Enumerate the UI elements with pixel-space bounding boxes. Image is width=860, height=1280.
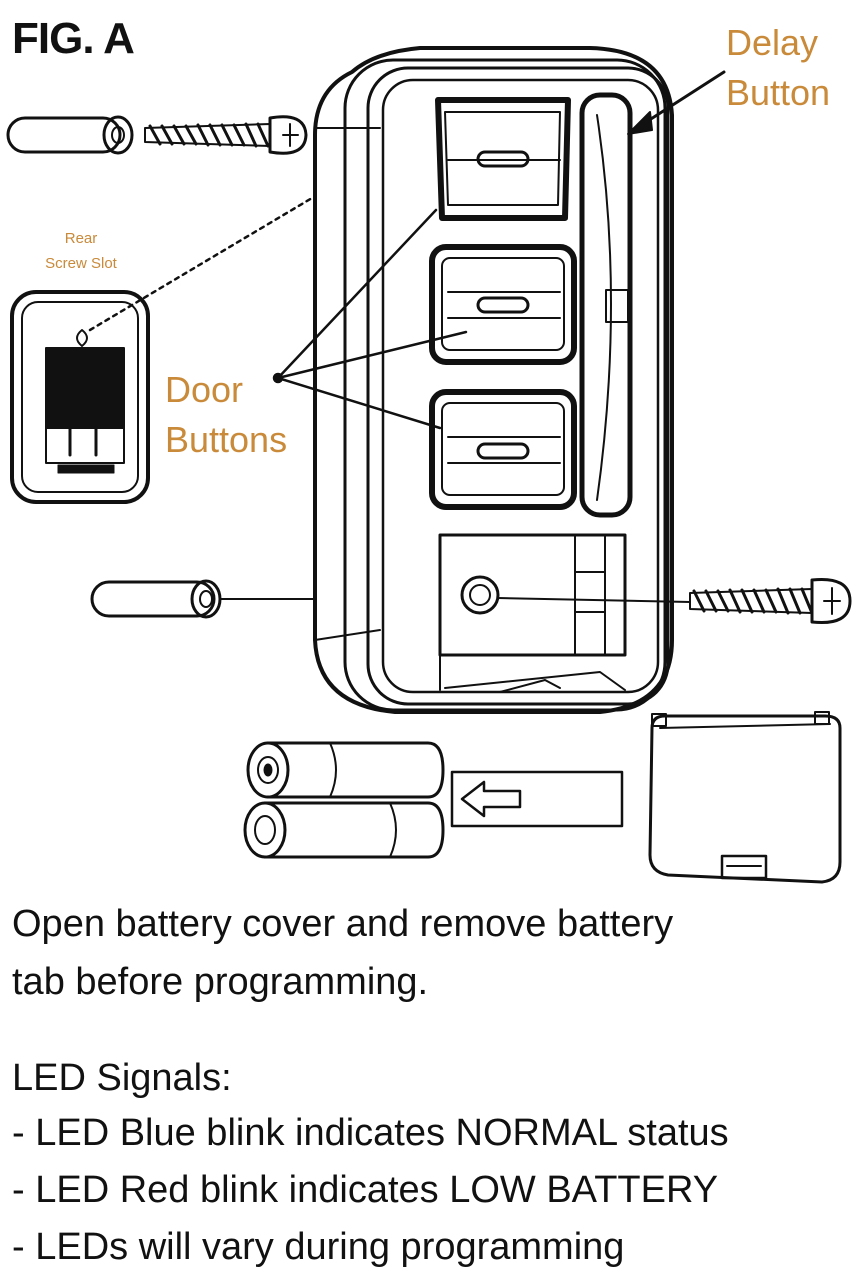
remote-housing (313, 46, 674, 714)
bottom-screw (497, 577, 852, 625)
top-screw (144, 115, 308, 155)
rear-view-remote (10, 290, 150, 504)
rear-label-line2: Screw Slot (45, 255, 117, 272)
door-label-line1: Door (165, 369, 244, 410)
batteries (243, 741, 445, 859)
door-buttons-leader-lines (272, 208, 468, 430)
rear-label-line1: Rear (64, 230, 98, 247)
led-signal-item-low-battery: - LED Red blink indicates LOW BATTERY (12, 1169, 719, 1211)
delay-button (579, 92, 633, 518)
delay-button-label: Delay Button (726, 18, 830, 118)
insert-arrow (450, 770, 624, 828)
figure-title: FIG. A (12, 14, 135, 63)
delay-label-line1: Delay (726, 22, 819, 63)
top-wall-anchor (6, 115, 134, 155)
battery-top (246, 741, 445, 799)
battery-cover (648, 711, 842, 884)
remote-exploded-drawing (6, 46, 852, 884)
bottom-wall-anchor (90, 579, 316, 619)
door-buttons-label: Door Buttons (165, 365, 287, 465)
delay-leader-arrow (627, 70, 726, 135)
led-signal-item-normal: - LED Blue blink indicates NORMAL status (12, 1112, 729, 1154)
rear-slot-dotted-line (88, 196, 314, 332)
fig-a-diagram: FIG. A Delay Button Door Buttons Rear Sc… (6, 14, 852, 884)
door-label-line2: Buttons (165, 419, 288, 460)
door-button-2 (429, 244, 577, 365)
instructions-section: Open battery cover and remove battery ta… (12, 895, 852, 1276)
battery-bottom (243, 801, 445, 859)
delay-label-line2: Button (726, 72, 831, 113)
battery-instruction-line2: tab before programming. (12, 961, 429, 1003)
led-signal-item-programming: - LEDs will vary during programming (12, 1226, 625, 1268)
led-signals-list: - LED Blue blink indicates NORMAL status… (12, 1105, 852, 1276)
door-button-1 (435, 97, 571, 221)
led-signals-heading: LED Signals: (12, 1057, 232, 1099)
battery-compartment (438, 533, 627, 693)
rear-screw-slot-label: Rear Screw Slot (26, 226, 136, 276)
door-button-3 (429, 389, 577, 510)
battery-instruction-line1: Open battery cover and remove battery (12, 903, 674, 945)
